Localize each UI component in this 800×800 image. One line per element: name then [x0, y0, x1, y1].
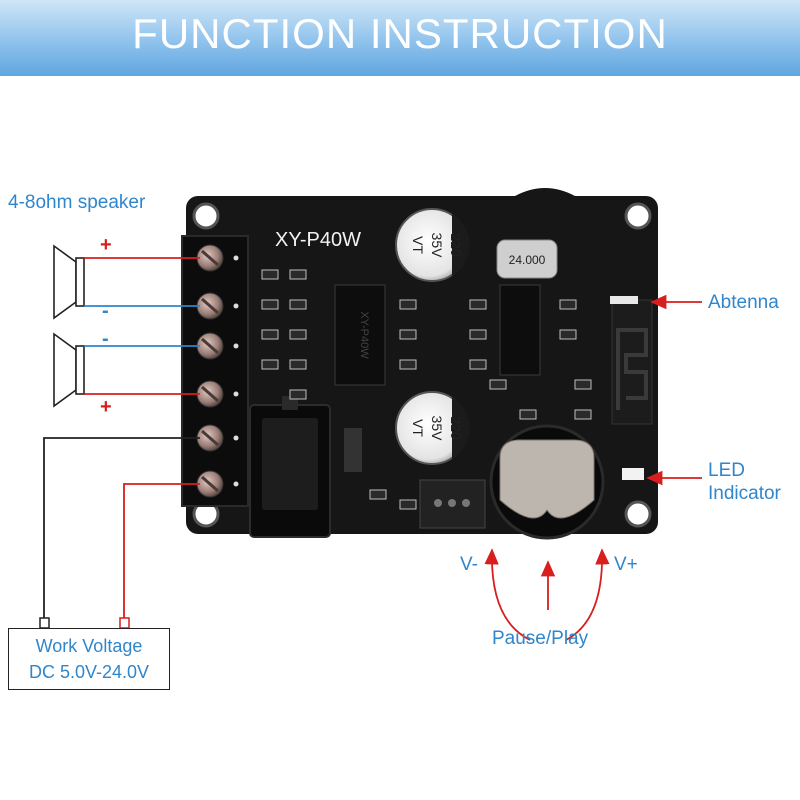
pin-dot: [233, 391, 239, 397]
screw-slot: [201, 475, 219, 493]
screw-slot: [201, 429, 219, 447]
volume-down-label: V-: [460, 554, 478, 575]
capacitor-top-label: VT: [410, 236, 426, 254]
smd-component: [399, 299, 417, 310]
pcb-components: XY-P40W: [334, 239, 653, 529]
antenna-label: Abtenna: [708, 292, 779, 313]
pin-dot: [233, 435, 239, 441]
smd-component: [469, 299, 487, 310]
capacitor-bottom-label: VT: [410, 419, 426, 437]
smd-component: [574, 379, 592, 390]
smd-component: [261, 359, 279, 370]
voltage-range-label: DC 5.0V-24.0V: [28, 662, 150, 682]
terminal-block: [181, 235, 249, 507]
polarity-minus: -: [102, 300, 109, 322]
speaker-label: 4-8ohm speaker: [8, 192, 146, 213]
capacitor-top-label: 35V: [429, 233, 445, 259]
capacitor-top: [395, 208, 470, 282]
screw-slot: [201, 337, 219, 355]
smd-component: [559, 299, 577, 310]
smd-component: [261, 299, 279, 310]
wires: [43, 257, 200, 620]
volume-knob[interactable]: [489, 424, 605, 540]
led-label-line1: LED: [708, 460, 745, 481]
smd-component: [399, 499, 417, 510]
pause-play-label: Pause/Play: [492, 628, 589, 649]
smd-component: [289, 269, 307, 280]
capacitor-bottom: [395, 391, 470, 465]
pin-dot: [233, 303, 239, 309]
smd-component: [289, 389, 307, 400]
smd-component: [574, 409, 592, 420]
pin-dot: [233, 481, 239, 487]
crystal-label: 24.000: [509, 253, 546, 267]
screw-slot: [201, 385, 219, 403]
smd-parts: [261, 269, 592, 510]
svg-text:XY-P40W: XY-P40W: [358, 311, 370, 359]
smd-component: [399, 359, 417, 370]
smd-component: [559, 329, 577, 340]
polarity-plus: +: [100, 234, 112, 256]
screw-slot: [201, 297, 219, 315]
annotation-arrows: [484, 294, 702, 641]
speaker-icon: [53, 332, 85, 408]
page-title: FUNCTION INSTRUCTION: [132, 10, 668, 57]
connector-positive: [119, 617, 130, 629]
work-voltage-box: Work Voltage DC 5.0V-24.0V: [8, 628, 170, 690]
smd-component: [289, 299, 307, 310]
capacitor-bottom-label: 35V: [429, 416, 445, 442]
work-voltage-label: Work Voltage: [35, 636, 143, 656]
smd-component: [469, 359, 487, 370]
volume-up-label: V+: [614, 554, 638, 575]
smd-component: [469, 329, 487, 340]
header-banner: FUNCTION INSTRUCTION: [0, 0, 800, 76]
smd-component: [289, 359, 307, 370]
pin-dot: [233, 343, 239, 349]
board-model-label: XY-P40W: [275, 229, 361, 251]
smd-component: [369, 489, 387, 500]
polarity-minus: -: [102, 328, 109, 350]
smd-component: [261, 269, 279, 280]
pin-dot: [233, 255, 239, 261]
connector-negative: [39, 617, 50, 629]
capacitor-top-label: 220: [448, 233, 464, 257]
smd-component: [489, 379, 507, 390]
polarity-plus: +: [100, 396, 112, 418]
capacitor-bottom-label: 220: [448, 416, 464, 440]
led-label-line2: Indicator: [708, 483, 781, 504]
screw-slot: [201, 249, 219, 267]
smd-component: [399, 329, 417, 340]
smd-component: [519, 409, 537, 420]
smd-component: [289, 329, 307, 340]
smd-component: [261, 329, 279, 340]
dc-jack: [249, 396, 331, 538]
speaker-icon: [53, 244, 85, 320]
